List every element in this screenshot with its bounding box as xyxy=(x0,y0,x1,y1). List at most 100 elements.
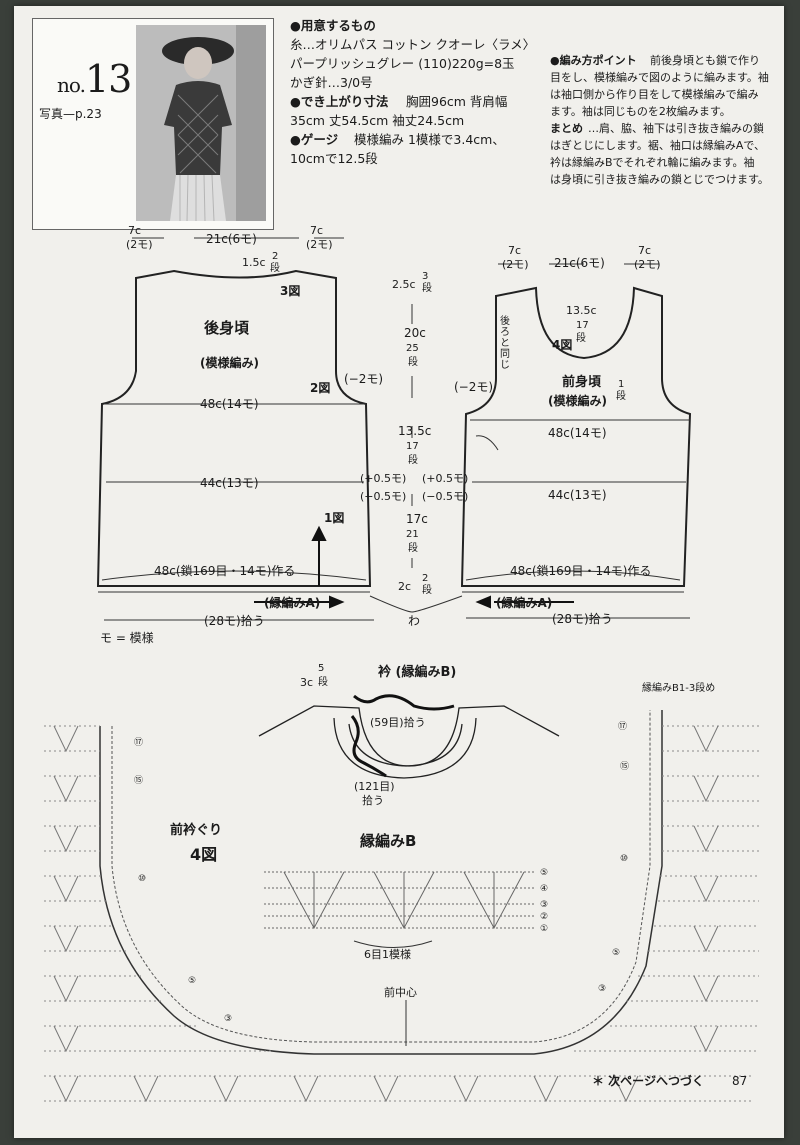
edge-b-row-5: ⑤ xyxy=(540,868,549,878)
back-top-mid: 21c(6モ) xyxy=(206,232,257,246)
armhole-top-rows: 3 xyxy=(422,271,429,282)
back-armhole-decrease: (−2モ) xyxy=(344,372,384,386)
points-line-7: 衿は縁編みBでそれぞれ輪に編みます。袖 xyxy=(550,156,755,169)
back-width-44: 44c(13モ) xyxy=(200,476,259,490)
front-edge-label: (縁編みA) xyxy=(496,596,553,610)
front-top-right-cm: 7c xyxy=(638,244,652,257)
front-bottom-chain: 48c(鎖169目・14モ)作る xyxy=(510,564,652,578)
photo-frame: no.13 写真—p.23 xyxy=(32,18,274,230)
row-label-right-3: ③ xyxy=(598,984,607,994)
increase-right: (+0.5モ) xyxy=(422,472,469,485)
collar-pick-121: (121目) xyxy=(354,780,395,793)
ring-arc xyxy=(369,595,463,613)
armhole-top-dan: 段 xyxy=(422,283,432,294)
back-top-left-cm: 7c xyxy=(128,224,142,237)
front-armhole-decrease: (−2モ) xyxy=(454,380,494,394)
materials-heading: ●用意するもの xyxy=(290,18,376,33)
repeat-label: 6目1模様 xyxy=(364,948,411,961)
row-label-right-17: ⑰ xyxy=(618,722,628,732)
front-armhole-mark xyxy=(475,435,499,451)
lower-side-cm: 17c xyxy=(406,512,428,526)
figure-2-label: 2図 xyxy=(310,381,331,395)
lower-side-rows: 21 xyxy=(406,529,419,540)
continue-note: ＊ 次ページへつづく xyxy=(592,1074,704,1088)
back-top-right-mo: (2モ) xyxy=(306,238,333,251)
ring-label: わ xyxy=(408,614,421,628)
points-line-5: …肩、脇、袖下は引き抜き編みの鎖 xyxy=(588,122,764,135)
edge-b-row-3: ③ xyxy=(540,900,549,910)
front-hem-curve xyxy=(465,570,681,581)
collar-cm: 3c xyxy=(300,676,314,689)
points-line-2: 目をし、模様編みで図のように編みます。袖 xyxy=(550,71,769,84)
front-width-48: 48c(14モ) xyxy=(548,426,607,440)
pattern-number: no.13 xyxy=(57,57,132,105)
back-neck-cm: 1.5c xyxy=(242,256,266,269)
edge-b-row-2: ② xyxy=(540,912,549,922)
pattern-number-value: 13 xyxy=(84,57,132,101)
chart-neckline-curve xyxy=(99,710,663,1055)
back-hem-curve xyxy=(101,570,367,581)
collar-pick-121-suffix: 拾う xyxy=(362,794,384,807)
collar-rows: 5 xyxy=(318,663,325,674)
row-label-15: ⑮ xyxy=(134,776,144,786)
size-heading: ●でき上がり寸法 xyxy=(290,94,389,109)
front-neck-dan: 段 xyxy=(576,333,586,344)
back-bottom-chain: 48c(鎖169目・14モ)作る xyxy=(154,564,296,578)
points-line-6: はぎとじにします。裾、袖口は縁編みAで、 xyxy=(550,139,765,152)
back-arrow-head xyxy=(311,525,327,541)
upper-side-dan: 段 xyxy=(408,455,418,466)
back-edge-label: (縁編みA) xyxy=(264,596,321,610)
hem-dan: 段 xyxy=(422,585,432,596)
armhole-top-cm: 2.5c xyxy=(392,278,416,291)
back-top-left-mo: (2モ) xyxy=(126,238,153,251)
row-label-right-15: ⑮ xyxy=(620,762,630,772)
front-top-left-mo: (2モ) xyxy=(502,258,529,271)
collar-outer xyxy=(333,717,477,779)
increase-left: (+0.5モ) xyxy=(360,472,407,485)
edge-b-row-1: ① xyxy=(540,924,549,934)
size-line-1: 胸囲96cm 背肩幅 xyxy=(406,94,508,109)
page-number: 87 xyxy=(732,1074,748,1088)
back-pick-up: (28モ)拾う xyxy=(204,614,265,628)
hook-size: かぎ針…3/0号 xyxy=(290,75,373,90)
collar-title: 衿 (縁編みB) xyxy=(378,665,457,680)
gauge-line-2: 10cmで12.5段 xyxy=(290,151,378,166)
points-heading: ●編み方ポイント xyxy=(550,54,637,67)
legend: モ = 模様 xyxy=(100,631,154,645)
pattern-page: no.13 写真—p.23 ●用意するもの 糸…オリムパス コットン クオーレ〈… xyxy=(14,6,784,1138)
edge-b-title: 縁編みB xyxy=(360,832,417,850)
hem-cm: 2c xyxy=(398,580,412,593)
edge-b-row-4: ④ xyxy=(540,884,549,894)
front-neck-label: 前衿ぐり xyxy=(170,823,223,838)
row-label-right-10: ⑩ xyxy=(620,854,629,864)
lower-side-dan: 段 xyxy=(408,543,418,554)
front-top-right-mo: (2モ) xyxy=(634,258,661,271)
row-label-5: ⑤ xyxy=(188,976,197,986)
back-body-subtitle: (模様編み) xyxy=(200,356,259,370)
collar-pick-59: (59目)拾う xyxy=(370,716,426,729)
model-photo-image xyxy=(136,25,266,222)
row-label-right-5: ⑤ xyxy=(612,948,621,958)
back-width-48: 48c(14モ) xyxy=(200,397,259,411)
edge-b-chart xyxy=(264,871,534,930)
armhole-dan: 段 xyxy=(408,357,418,368)
front-center-label: 前中心 xyxy=(384,986,417,999)
points-line-8: は身頃に引き抜き編みの鎖とじでつけます。 xyxy=(550,173,769,186)
collar-dan: 段 xyxy=(318,677,328,688)
figure-4-label: 4図 xyxy=(552,338,573,352)
collar-shoulder-lines xyxy=(258,705,560,767)
yarn-line-2: パープリッシュグレー (110)220g=8玉 xyxy=(290,56,515,71)
photo-reference: 写真—p.23 xyxy=(39,107,102,121)
gauge-heading: ●ゲージ xyxy=(290,132,339,147)
back-top-right-cm: 7c xyxy=(310,224,324,237)
edge-b-rows-label: 縁編みB1-3段め xyxy=(642,683,716,694)
front-neck-cm: 13.5c xyxy=(566,304,597,317)
front-neck-rows: 17 xyxy=(576,320,589,331)
row-label-10: ⑩ xyxy=(138,874,147,884)
row-label-17: ⑰ xyxy=(134,738,144,748)
chart-figure-4: 4図 xyxy=(190,845,218,864)
size-line-2: 35cm 丈54.5cm 袖丈24.5cm xyxy=(290,113,465,128)
front-pick-up: (28モ)拾う xyxy=(552,612,613,626)
armhole-cm: 20c xyxy=(404,326,426,340)
hem-rows: 2 xyxy=(422,573,429,584)
